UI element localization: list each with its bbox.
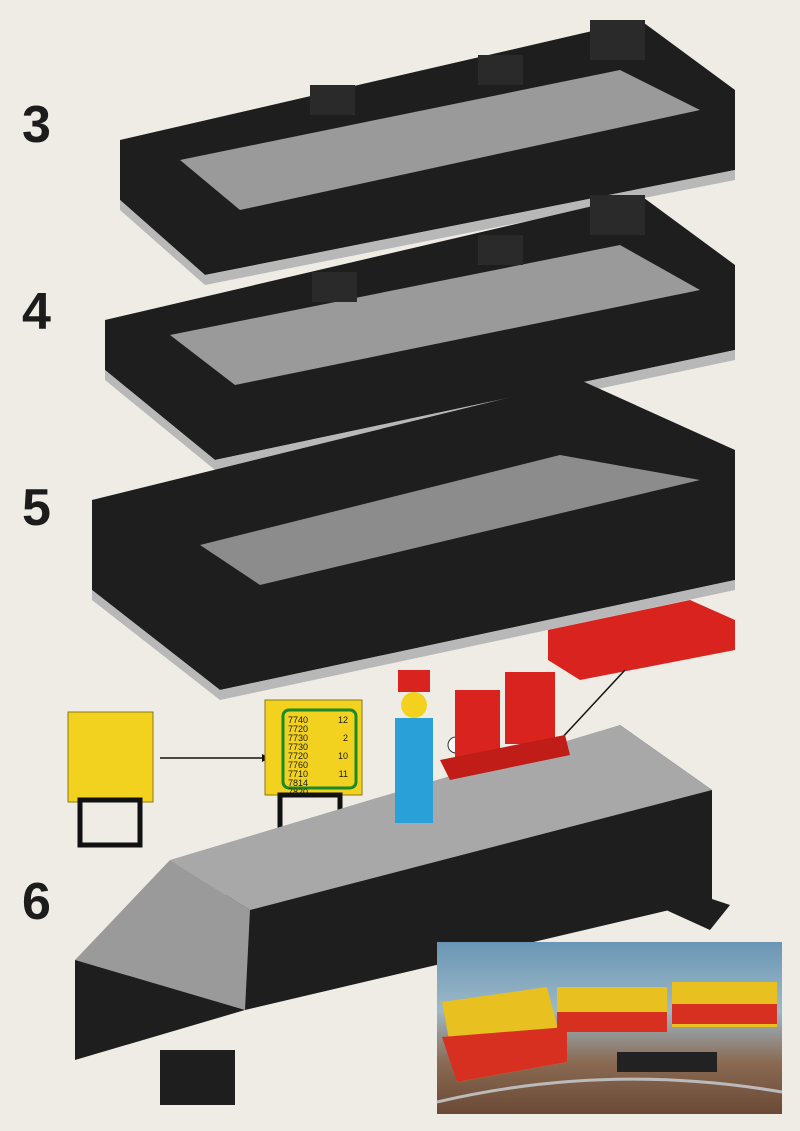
timetable-row: 7820 <box>288 787 309 797</box>
red-brick-part <box>548 600 735 741</box>
step-3-platform <box>120 20 735 285</box>
yellow-sign-part <box>67 711 270 848</box>
step-number-6: 6 <box>22 873 51 931</box>
train-photo <box>437 942 782 1114</box>
timetable-row: 7814 <box>288 778 309 788</box>
step-5-platform <box>92 380 735 700</box>
timetable-sign <box>264 699 363 843</box>
step-6-platform <box>75 725 730 1105</box>
step-4-platform <box>105 195 735 470</box>
timetable-row: 7720 <box>288 724 309 734</box>
red-seats <box>440 672 570 780</box>
timetable-row: 7760 <box>288 760 309 770</box>
step-number-3: 3 <box>22 96 51 154</box>
step-number-5: 5 <box>22 479 51 537</box>
step-number-4: 4 <box>22 283 51 341</box>
timetable-row: 7730 <box>288 742 309 752</box>
train-photo-illustration <box>437 982 782 1104</box>
minifigure <box>395 670 465 823</box>
